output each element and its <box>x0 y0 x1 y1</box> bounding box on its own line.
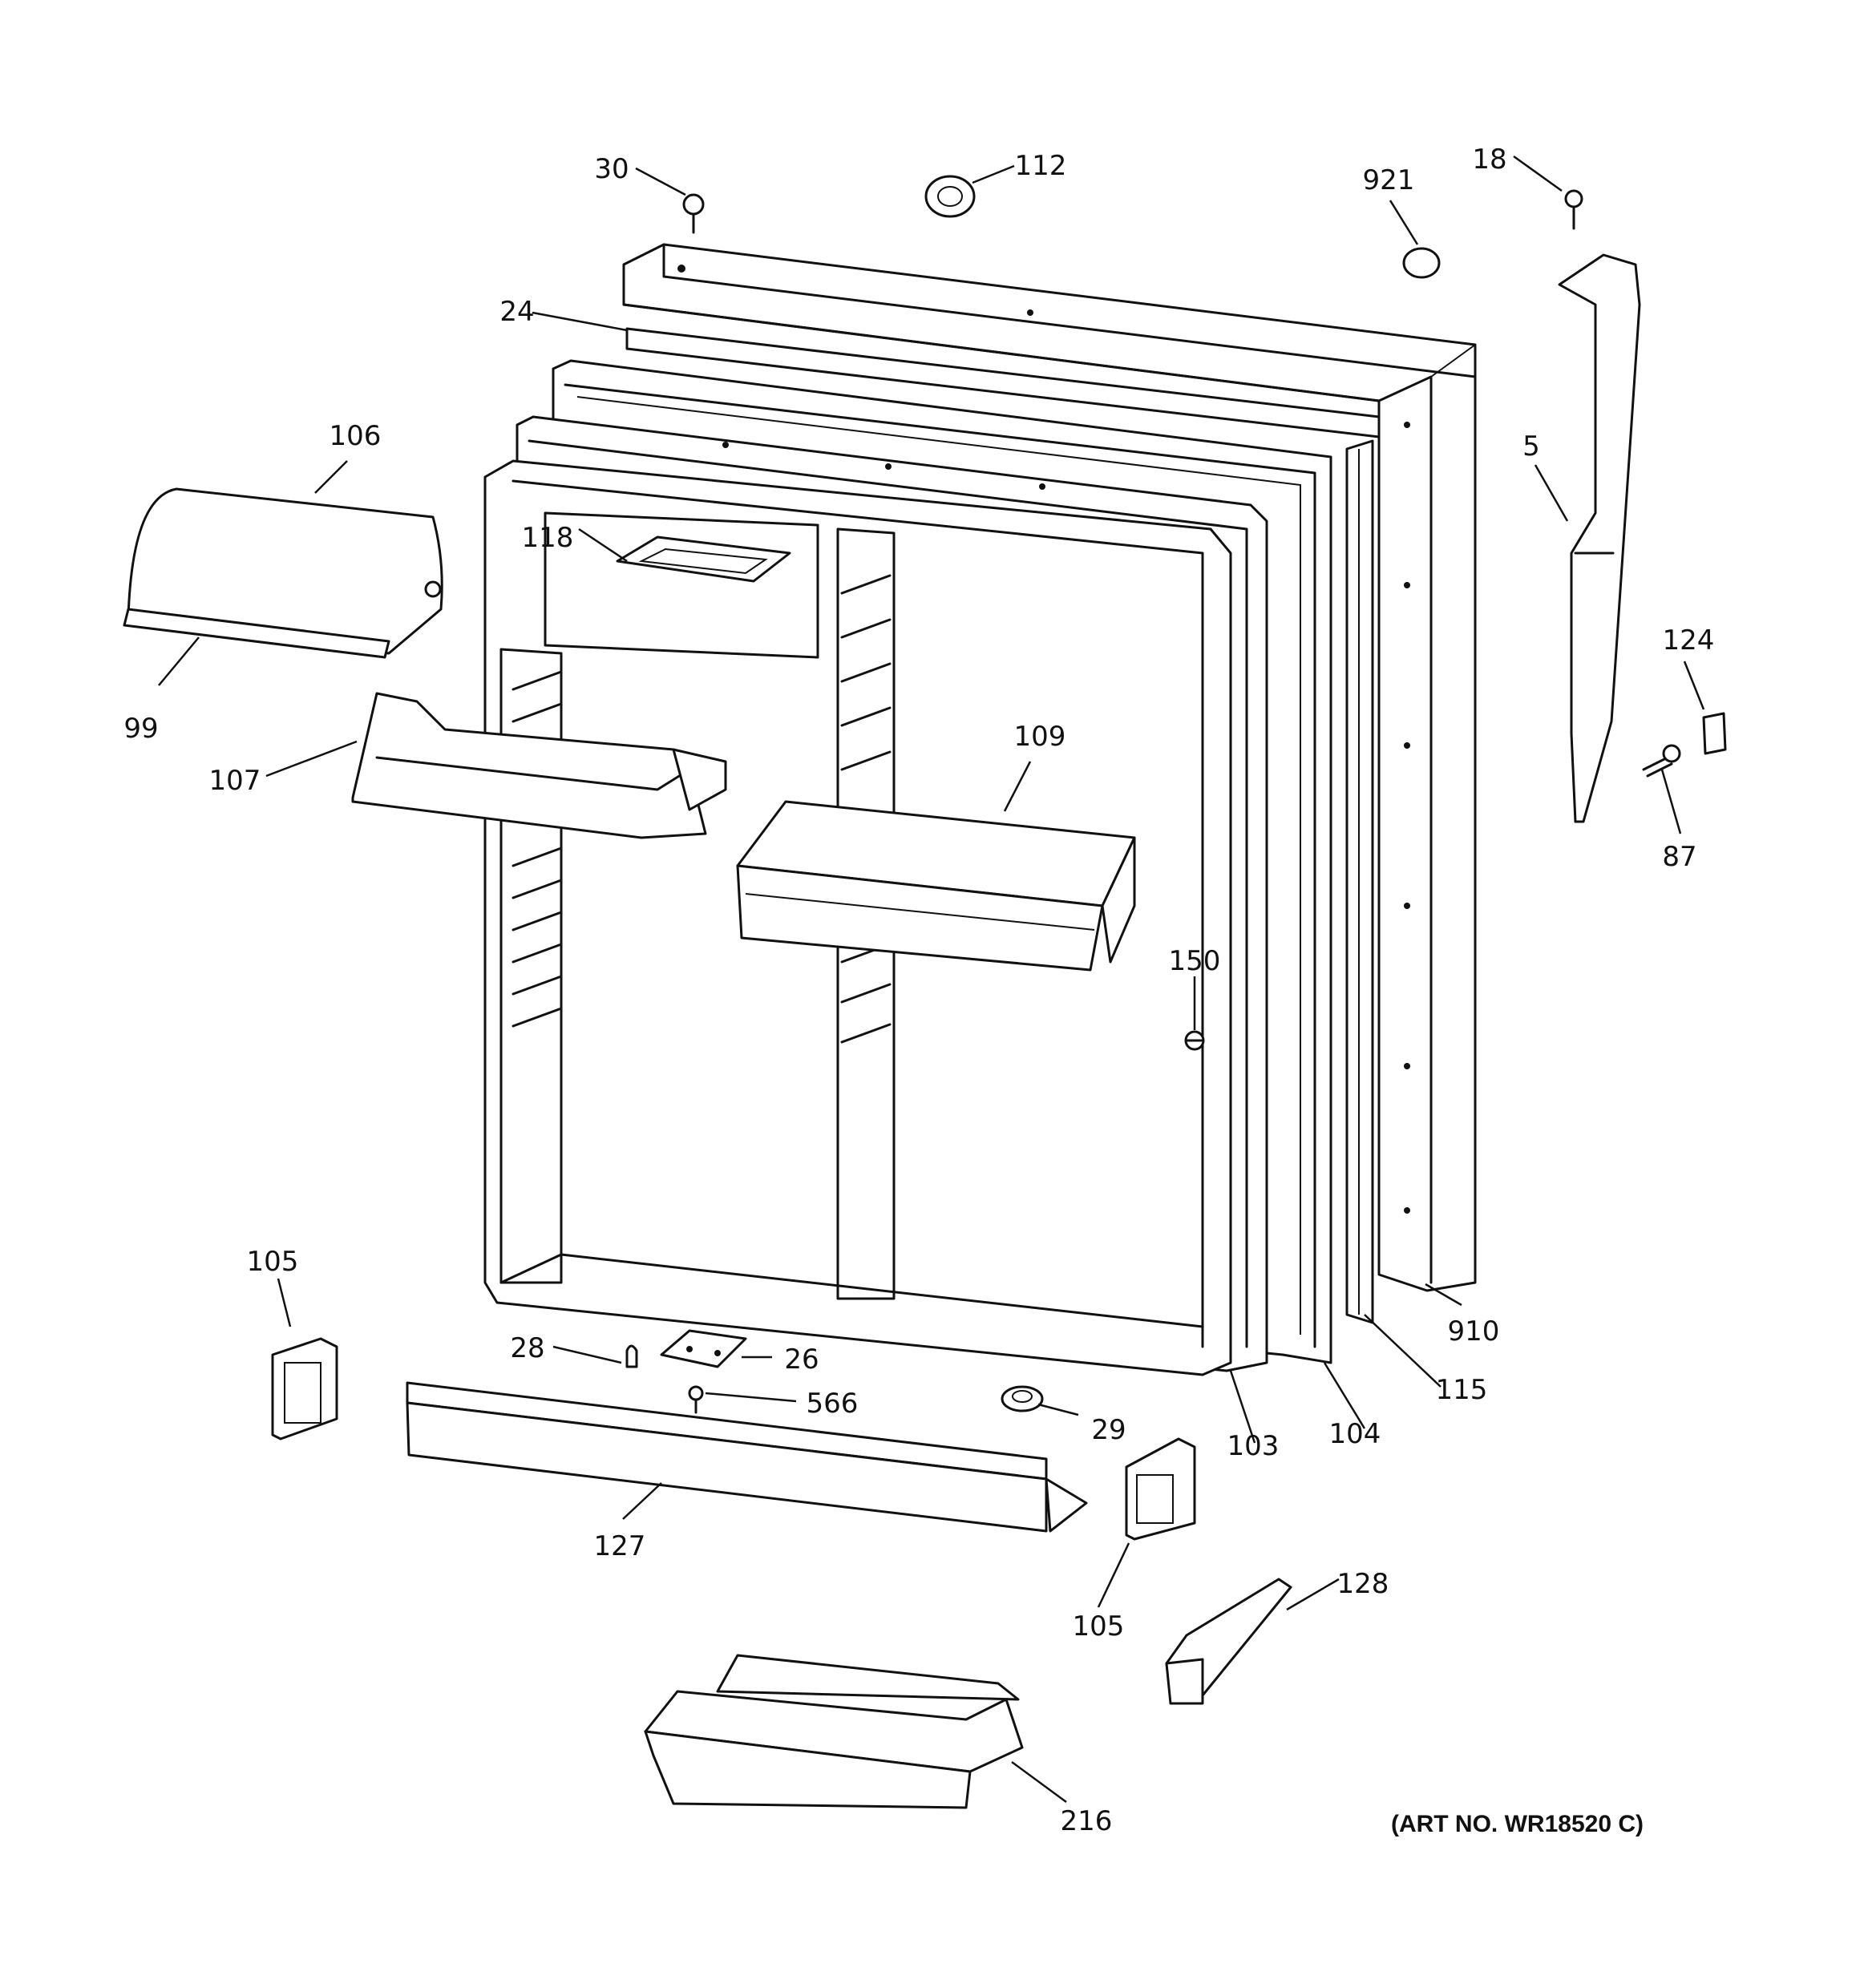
callout-87: 87 <box>1662 841 1696 873</box>
callout-5: 5 <box>1522 430 1540 463</box>
callout-109: 109 <box>1014 721 1066 753</box>
callout-910: 910 <box>1448 1315 1500 1348</box>
plug-29 <box>1001 1385 1044 1412</box>
callout-107: 107 <box>209 765 261 797</box>
bottom-bin-216 <box>644 1654 1024 1809</box>
callout-150: 150 <box>1169 945 1221 977</box>
hinge-plate-26 <box>660 1329 747 1368</box>
shelf-rails-center <box>840 574 892 1044</box>
end-cap-128 <box>1165 1578 1292 1705</box>
callout-128: 128 <box>1337 1568 1389 1600</box>
door-handle-5 <box>1558 253 1641 823</box>
callout-118: 118 <box>522 522 574 554</box>
callout-105-right: 105 <box>1073 1610 1125 1643</box>
end-cap-105-right <box>1125 1437 1196 1541</box>
callout-26: 26 <box>784 1344 819 1376</box>
screw-87 <box>1642 744 1681 778</box>
door-shelf-107 <box>351 692 727 839</box>
art-number: (ART NO. WR18520 C) <box>1391 1811 1644 1837</box>
callout-115: 115 <box>1436 1374 1488 1406</box>
screw-150 <box>1184 1030 1205 1051</box>
door-trim-24 <box>625 327 1381 438</box>
callout-29: 29 <box>1091 1414 1126 1446</box>
dairy-rail-118 <box>616 535 791 583</box>
bottom-trim-127 <box>406 1381 1088 1533</box>
screw-18 <box>1564 189 1583 230</box>
callout-124: 124 <box>1663 624 1715 657</box>
plug-921 <box>1402 247 1441 279</box>
hinge-clip-124 <box>1702 712 1727 755</box>
callout-18: 18 <box>1472 143 1506 176</box>
callout-labels: 30 112 921 18 24 106 5 118 99 107 109 12… <box>123 143 1714 1837</box>
shelf-rails-left <box>512 670 563 1028</box>
gasket-strip-115 <box>1345 439 1374 1324</box>
screw-30 <box>682 193 705 234</box>
end-cap-105-left <box>271 1337 338 1440</box>
screw-566 <box>688 1385 704 1414</box>
door-bin-109 <box>736 800 1136 972</box>
callout-921: 921 <box>1363 164 1415 196</box>
callout-104: 104 <box>1329 1418 1381 1450</box>
callout-127: 127 <box>594 1530 646 1562</box>
callout-106: 106 <box>330 420 382 452</box>
plug-112 <box>924 175 976 218</box>
callout-216: 216 <box>1061 1805 1113 1837</box>
callout-99: 99 <box>123 713 158 745</box>
callout-103: 103 <box>1227 1430 1280 1462</box>
callout-30: 30 <box>594 153 629 185</box>
pin-28 <box>625 1344 638 1368</box>
outer-door-panel-910 <box>622 243 1477 1292</box>
callout-112: 112 <box>1015 150 1067 182</box>
leader-lines <box>158 155 1705 1804</box>
callout-105-left: 105 <box>247 1246 299 1278</box>
callout-28: 28 <box>510 1332 544 1364</box>
dairy-door-106 <box>123 487 443 659</box>
callout-24: 24 <box>499 296 534 328</box>
callout-566: 566 <box>807 1388 859 1420</box>
